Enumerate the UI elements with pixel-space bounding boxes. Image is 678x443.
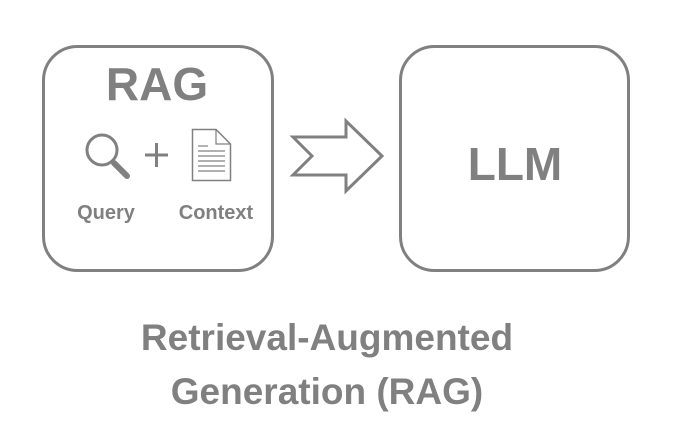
llm-box-frame (399, 45, 630, 272)
context-label: Context (179, 202, 254, 224)
rag-box: RAG Query Context (42, 45, 274, 272)
llm-box-title: LLM (468, 138, 563, 190)
plus-icon (145, 143, 168, 167)
document-icon (191, 128, 232, 182)
caption-line-2: Generation (RAG) (171, 371, 483, 412)
query-label: Query (77, 202, 136, 224)
rag-box-title: RAG (106, 58, 208, 110)
caption-line-1: Retrieval-Augmented (141, 317, 513, 358)
right-arrow-icon (289, 117, 385, 195)
llm-box: LLM (399, 45, 630, 272)
search-icon (85, 133, 130, 179)
